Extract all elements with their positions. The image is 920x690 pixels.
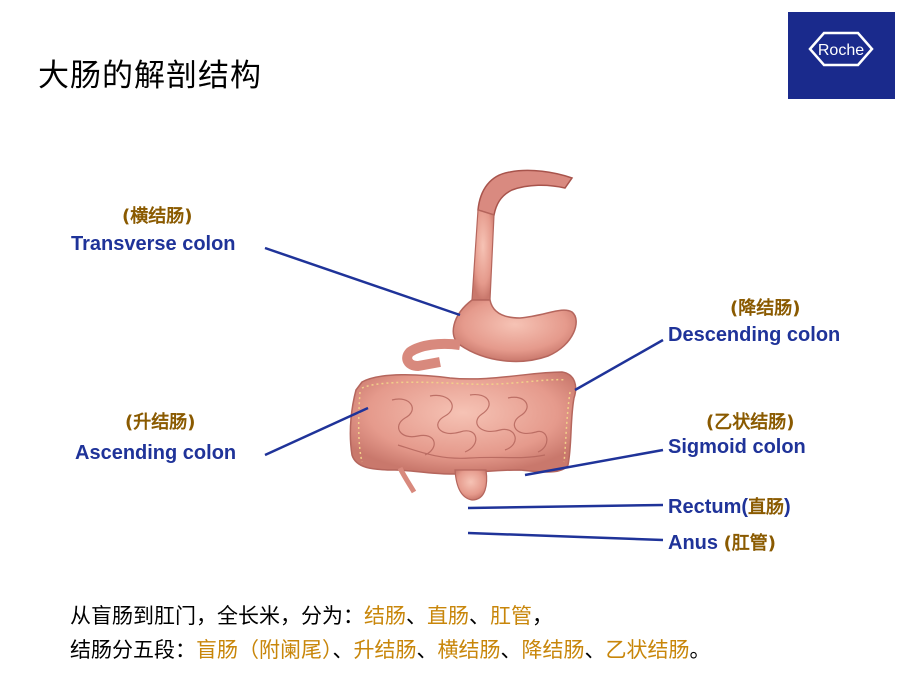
- summary-line-1: 从盲肠到肛门，全长米，分为：结肠、直肠、肛管，: [70, 604, 553, 628]
- ascending-colon-zh: (升结肠): [125, 412, 196, 433]
- roche-logo: Roche: [788, 12, 895, 99]
- page-title: 大肠的解剖结构: [38, 58, 262, 94]
- descending-pointer: [574, 338, 664, 392]
- roche-hexagon-icon: Roche: [808, 31, 874, 67]
- ascending-pointer: [264, 406, 369, 457]
- logo-text: Roche: [818, 42, 864, 59]
- rectum-label: Rectum(直肠): [668, 496, 791, 518]
- rectum-pointer: [467, 503, 664, 510]
- transverse-colon-zh: (横结肠): [122, 206, 193, 227]
- transverse-pointer: [264, 246, 461, 317]
- sigmoid-colon-zh: (乙状结肠): [706, 412, 795, 433]
- anus-label: Anus (肛管): [668, 532, 777, 554]
- descending-colon-label: Descending colon: [668, 324, 841, 346]
- descending-colon-zh: (降结肠): [730, 298, 801, 319]
- anus-pointer: [467, 531, 664, 542]
- ascending-colon-label: Ascending colon: [75, 442, 237, 464]
- transverse-colon-label: Transverse colon: [71, 233, 236, 255]
- sigmoid-pointer: [524, 448, 664, 477]
- sigmoid-colon-label: Sigmoid colon: [668, 436, 806, 458]
- summary-line-2: 结肠分五段：盲肠（附阑尾）、升结肠、横结肠、降结肠、乙状结肠。: [70, 638, 711, 662]
